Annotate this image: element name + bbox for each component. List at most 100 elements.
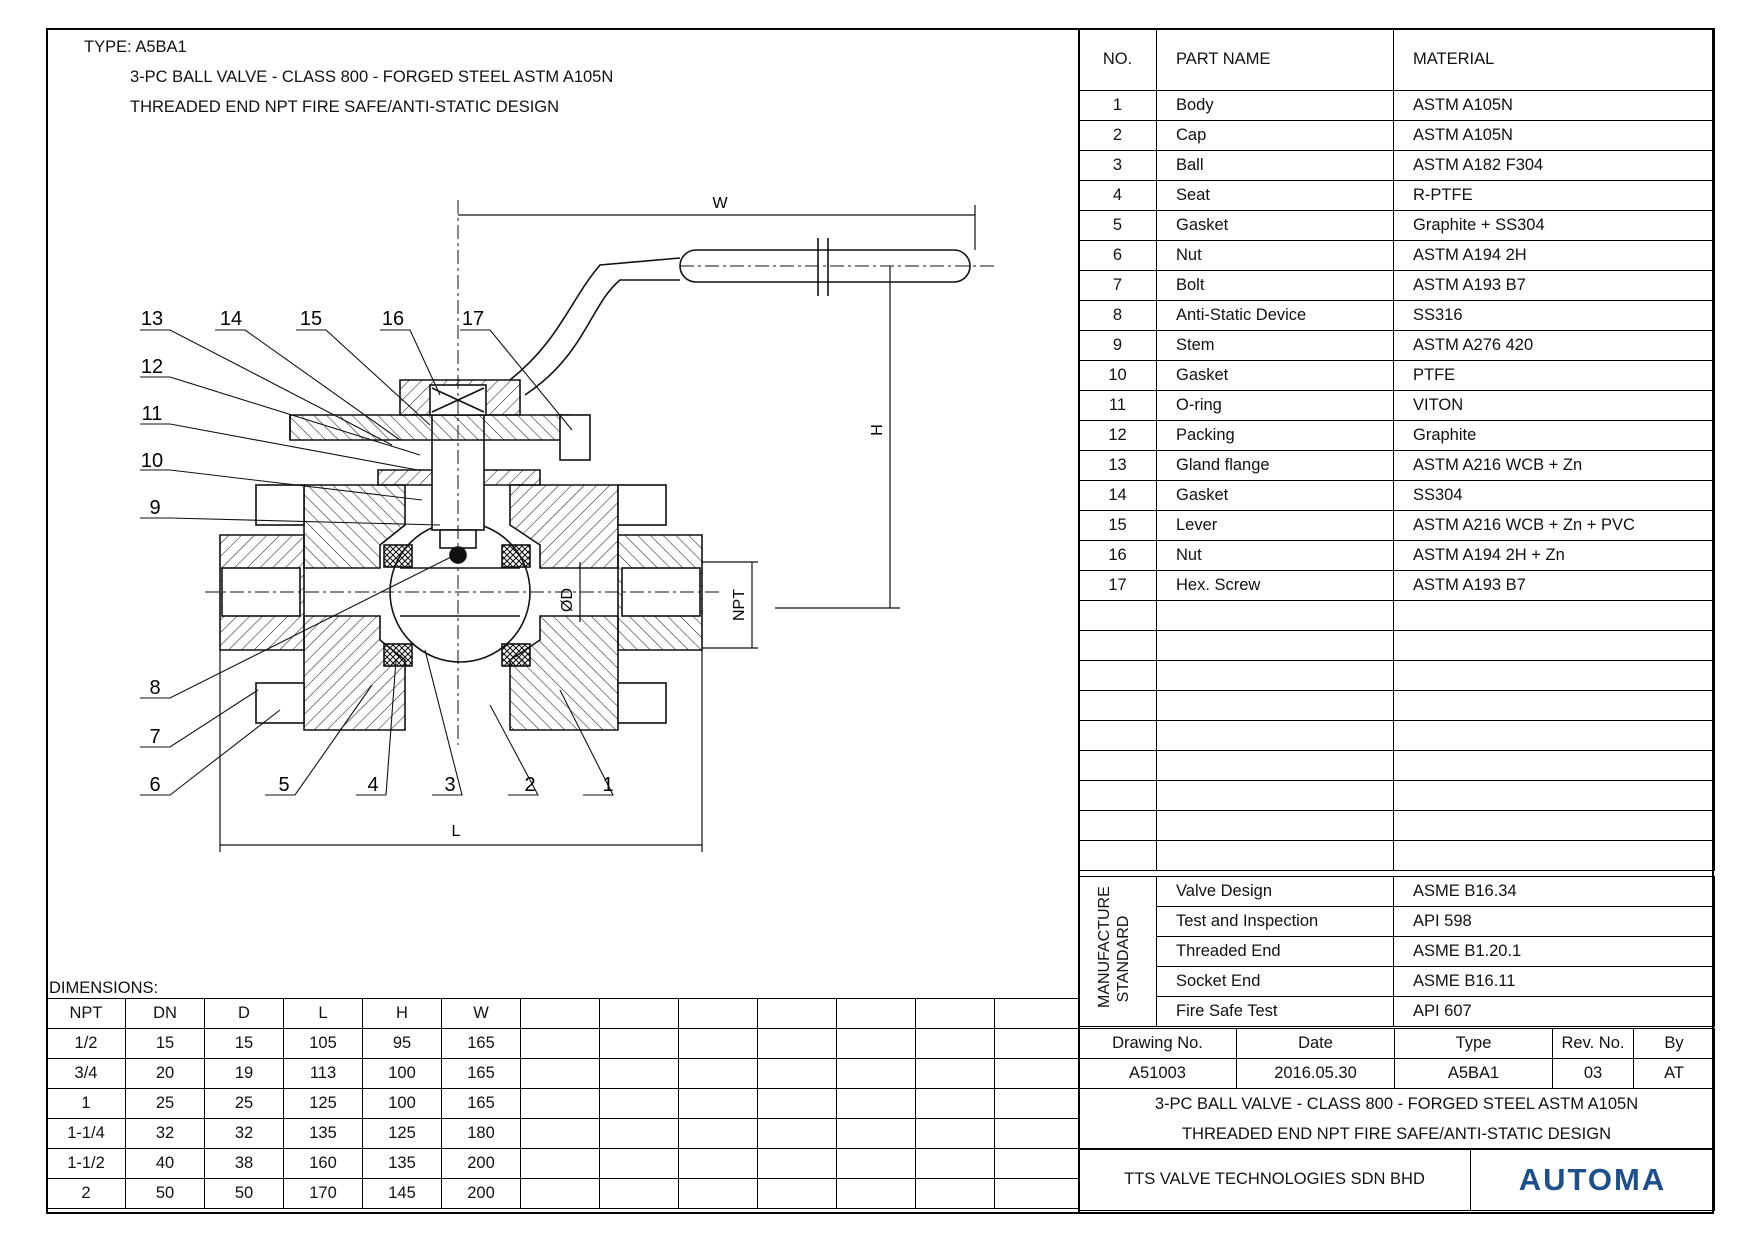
balloon-9: 9 (149, 497, 160, 519)
dimensions-cell (599, 1148, 679, 1179)
dimensions-cell (757, 1178, 837, 1209)
balloon-8: 8 (149, 677, 160, 699)
balloon-17: 17 (462, 308, 484, 330)
type-label: TYPE: A5BA1 (84, 38, 187, 56)
parts-header-no: NO. (1078, 28, 1157, 91)
dimensions-cell (678, 1148, 758, 1179)
dimensions-header-cell (520, 998, 600, 1029)
balloon-3: 3 (444, 774, 455, 796)
parts-cell-name (1156, 630, 1394, 661)
parts-cell-name (1156, 720, 1394, 751)
dimensions-cell (757, 1118, 837, 1149)
standards-cell-item: Test and Inspection (1156, 906, 1394, 937)
dimensions-cell (836, 1148, 916, 1179)
dimensions-cell (520, 1028, 600, 1059)
parts-cell-name (1156, 600, 1394, 631)
balloon-11: 11 (142, 403, 163, 425)
parts-cell-no: 17 (1078, 570, 1157, 601)
dimensions-cell: 50 (204, 1178, 284, 1209)
dimensions-cell: 40 (125, 1148, 205, 1179)
parts-row (1078, 630, 1715, 661)
dimensions-cell: 160 (283, 1148, 363, 1179)
dimensions-header-cell: NPT (46, 998, 126, 1029)
parts-cell-material (1393, 600, 1715, 631)
tb-by: AT (1633, 1058, 1715, 1089)
dimensions-header-cell: D (204, 998, 284, 1029)
standards-cell-item: Socket End (1156, 966, 1394, 997)
dimensions-cell: 165 (441, 1058, 521, 1089)
dimensions-cell (757, 1028, 837, 1059)
dimensions-cell: 3/4 (46, 1058, 126, 1089)
lever-arm (509, 257, 681, 381)
dimensions-cell (994, 1028, 1079, 1059)
balloon-7: 7 (149, 726, 160, 748)
parts-cell-no (1078, 810, 1157, 841)
parts-row (1078, 810, 1715, 841)
dimensions-cell: 125 (362, 1118, 442, 1149)
parts-cell-no: 11 (1078, 390, 1157, 421)
parts-row (1078, 600, 1715, 631)
dimensions-header-cell: H (362, 998, 442, 1029)
dimensions-cell (915, 1118, 995, 1149)
parts-cell-name: Cap (1156, 120, 1394, 151)
tb-header-drawing-no: Drawing No. (1078, 1028, 1237, 1059)
parts-cell-no: 1 (1078, 90, 1157, 121)
cap-lower (509, 615, 619, 731)
dimensions-cell: 20 (125, 1058, 205, 1089)
dimensions-header-cell (599, 998, 679, 1029)
parts-cell-name (1156, 780, 1394, 811)
dimensions-cell: 125 (283, 1088, 363, 1119)
dimensions-cell: 25 (125, 1088, 205, 1119)
parts-cell-material: ASTM A216 WCB + Zn + PVC (1393, 510, 1715, 541)
standards-cell-item: Valve Design (1156, 876, 1394, 907)
parts-cell-no: 5 (1078, 210, 1157, 241)
dim-label-h: H (869, 424, 886, 436)
dimensions-cell: 1-1/2 (46, 1148, 126, 1179)
parts-cell-name (1156, 750, 1394, 781)
parts-cell-no: 3 (1078, 150, 1157, 181)
dimensions-cell (915, 1088, 995, 1119)
dimensions-cell (915, 1028, 995, 1059)
tb-drawing-no: A51003 (1078, 1058, 1237, 1089)
parts-cell-material (1393, 660, 1715, 691)
dimensions-header-cell (678, 998, 758, 1029)
parts-cell-material: PTFE (1393, 360, 1715, 391)
dimensions-cell: 165 (441, 1088, 521, 1119)
parts-cell-no: 7 (1078, 270, 1157, 301)
parts-cell-material: ASTM A105N (1393, 120, 1715, 151)
automa-logo: AUTOMA (1518, 1161, 1667, 1197)
dimensions-cell: 1-1/4 (46, 1118, 126, 1149)
parts-header-name: PART NAME (1156, 28, 1394, 91)
dimensions-cell (520, 1088, 600, 1119)
parts-cell-material: R-PTFE (1393, 180, 1715, 211)
parts-cell-material: VITON (1393, 390, 1715, 421)
dimensions-cell (757, 1088, 837, 1119)
balloon-2: 2 (524, 774, 535, 796)
parts-cell-name (1156, 660, 1394, 691)
dimensions-cell: 145 (362, 1178, 442, 1209)
parts-cell-material: ASTM A194 2H (1393, 240, 1715, 271)
dimensions-cell (836, 1028, 916, 1059)
title-line-1: 3-PC BALL VALVE - CLASS 800 - FORGED STE… (130, 68, 614, 86)
standards-cell-standard: ASME B1.20.1 (1393, 936, 1715, 967)
parts-cell-material (1393, 780, 1715, 811)
parts-cell-name: Nut (1156, 240, 1394, 271)
dimensions-cell: 100 (362, 1088, 442, 1119)
parts-cell-name: Gasket (1156, 210, 1394, 241)
parts-cell-name: Gasket (1156, 360, 1394, 391)
dimensions-cell (599, 1118, 679, 1149)
dimensions-cell (836, 1058, 916, 1089)
parts-cell-name: Stem (1156, 330, 1394, 361)
dimensions-cell (520, 1118, 600, 1149)
parts-cell-no (1078, 660, 1157, 691)
